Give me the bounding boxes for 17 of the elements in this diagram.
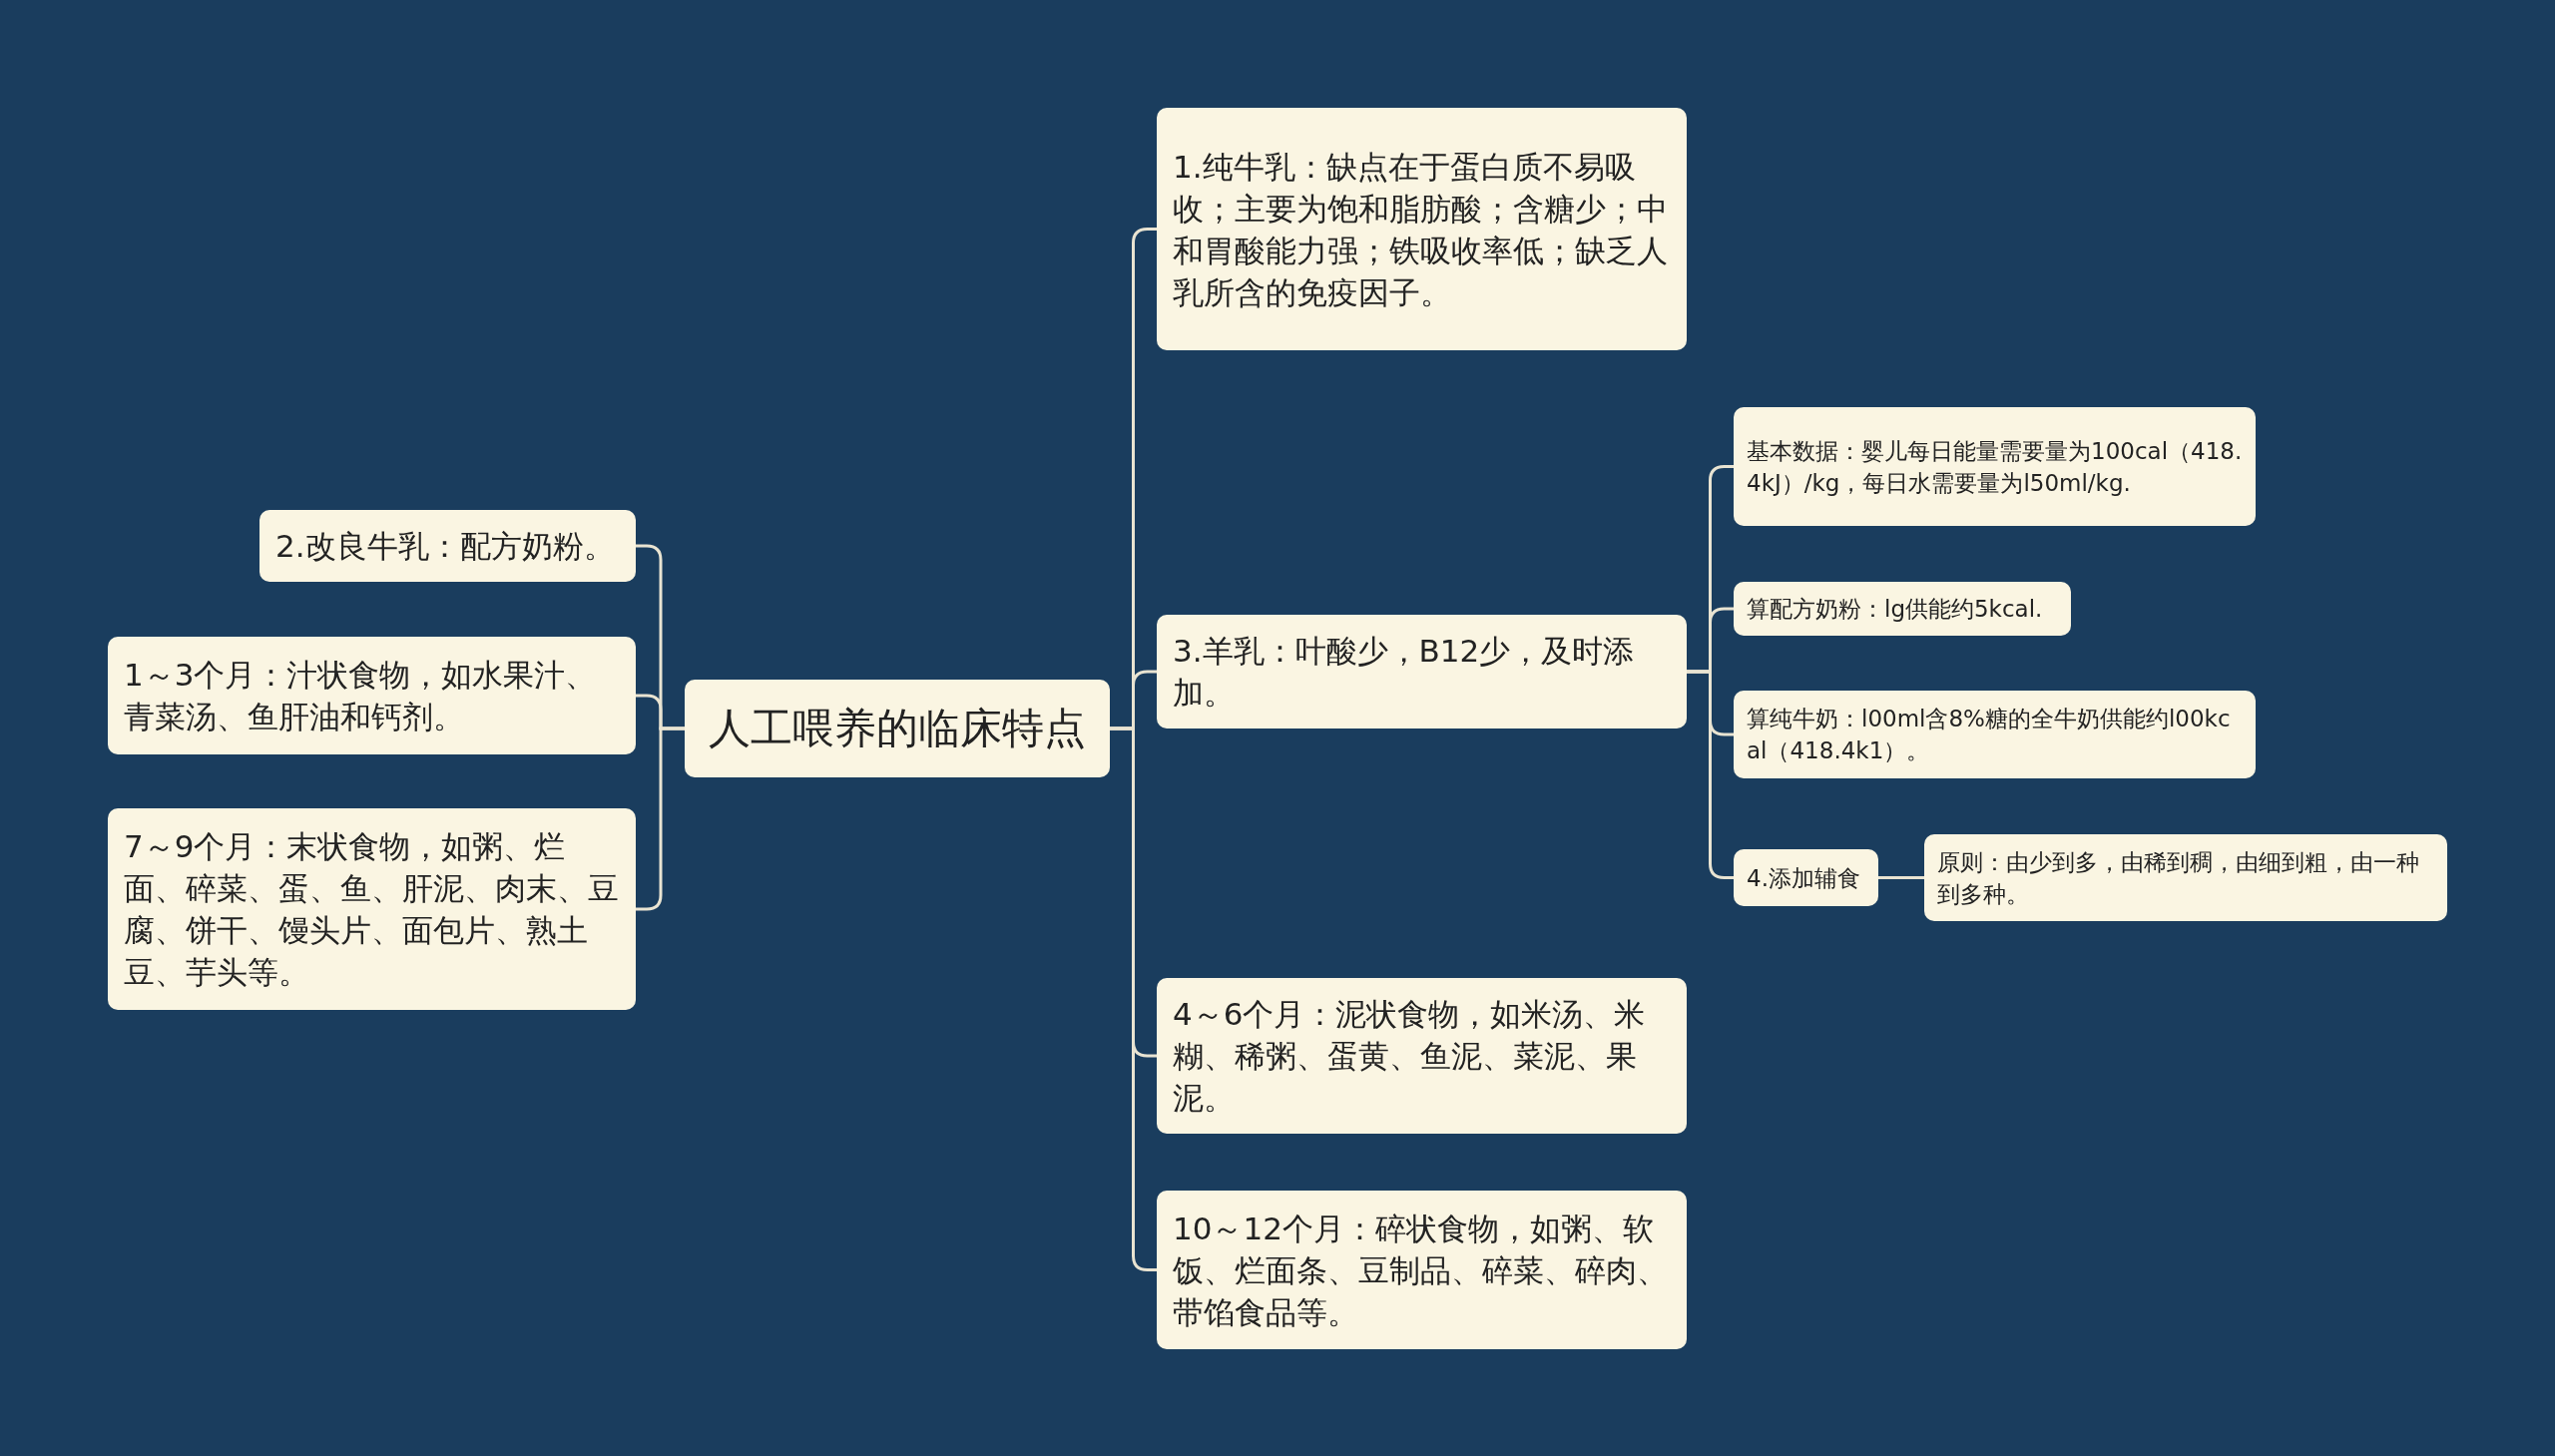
connector-line <box>1110 727 1157 1271</box>
topic-box: 7～9个月：末状食物，如粥、烂面、碎菜、蛋、鱼、肝泥、肉末、豆腐、饼干、馒头片、面包片、熟土豆、芋头等。 <box>108 808 636 1010</box>
topic-box: 原则：由少到多，由稀到稠，由细到粗，由一种到多种。 <box>1924 834 2447 921</box>
topic-box: 4.添加辅食 <box>1734 849 1878 906</box>
connector-line <box>636 727 685 911</box>
topic-box: 算配方奶粉：lg供能约5kcal. <box>1734 582 2071 636</box>
connector-line <box>1878 876 1924 879</box>
topic-box: 10～12个月：碎状食物，如粥、软饭、烂面条、豆制品、碎菜、碎肉、带馅食品等。 <box>1157 1191 1687 1349</box>
topic-box: 4～6个月：泥状食物，如米汤、米糊、稀粥、蛋黄、鱼泥、菜泥、果泥。 <box>1157 978 1687 1134</box>
topic-box: 2.改良牛乳：配方奶粉。 <box>259 510 636 582</box>
topic-box: 基本数据：婴儿每日能量需要量为100cal（418.4kJ）/kg，每日水需要量为l50ml/kg. <box>1734 407 2256 526</box>
topic-box: 1.纯牛乳：缺点在于蛋白质不易吸收；主要为饱和脂肪酸；含糖少；中和胃酸能力强；铁吸收率低；缺乏人乳所含的免疫因子。 <box>1157 108 1687 350</box>
topic-box: 算纯牛奶：l00ml含8%糖的全牛奶供能约l00kcal（418.4k1）。 <box>1734 691 2256 778</box>
connector-line <box>1687 670 1734 879</box>
topic-box: 1～3个月：汁状食物，如水果汁、青菜汤、鱼肝油和钙剂。 <box>108 637 636 754</box>
topic-box: 3.羊乳：叶酸少，B12少，及时添加。 <box>1157 615 1687 728</box>
central-topic-box: 人工喂养的临床特点 <box>685 680 1110 777</box>
